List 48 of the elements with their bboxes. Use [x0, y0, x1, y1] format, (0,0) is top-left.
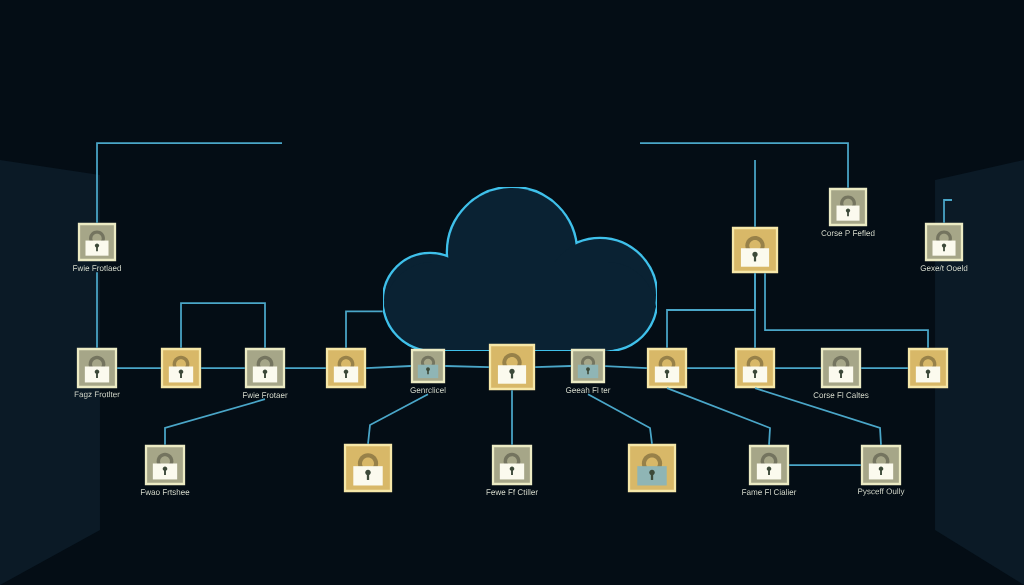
node-label: Fwie Frotaer: [243, 392, 288, 398]
padlock-box: [646, 347, 688, 389]
padlock-box: [731, 226, 779, 274]
connector-line: [96, 271, 98, 349]
padlock-box: [488, 343, 536, 391]
connector-line: [365, 365, 412, 369]
node-label: Genrclicel: [410, 387, 446, 393]
connector-line: [943, 199, 953, 224]
connector-line: [164, 398, 266, 446]
connector-line: [764, 272, 929, 349]
node-label: Fame Fl Cialier: [742, 489, 797, 495]
node-label: Fewe Ff Ctiller: [486, 489, 538, 495]
padlock-box: [160, 347, 202, 389]
connector-line: [604, 365, 648, 369]
connector-line: [534, 365, 572, 368]
connector-line: [116, 367, 162, 369]
connector-line: [180, 302, 266, 349]
connector-line: [666, 387, 771, 446]
node-label: Fwie Frotlaed: [73, 265, 121, 271]
node-label: Gexe/t Ooeld: [920, 265, 968, 271]
node-label: Pysceff Oully: [858, 488, 905, 496]
node-label: Geeah Fl ter: [565, 387, 611, 393]
connector-line: [774, 367, 822, 369]
connector-line: [511, 389, 513, 446]
connector-line: [666, 272, 756, 349]
padlock-box: [627, 443, 677, 493]
padlock-box: [907, 347, 949, 389]
connector-line: [587, 393, 653, 445]
connector-line: [686, 367, 736, 369]
connector-line: [754, 159, 756, 228]
connector-line: [345, 310, 384, 349]
padlock-box: [325, 347, 367, 389]
connector-line: [96, 142, 283, 224]
node-label: Fwao Frtshee: [140, 489, 190, 495]
node-label: Fagz Frotlter: [74, 391, 120, 399]
connector-line: [367, 393, 429, 445]
connector-line: [754, 387, 882, 446]
connector-line: [284, 367, 327, 369]
connector-line: [860, 367, 909, 369]
connector-line: [788, 464, 862, 466]
connector-line: [639, 142, 849, 189]
padlock-box: [343, 443, 393, 493]
node-label: Corse Fl Caltes: [813, 392, 869, 398]
padlock-box: [734, 347, 776, 389]
connector-line: [444, 365, 490, 368]
connector-line: [200, 367, 246, 369]
cloud-drawing: [383, 187, 657, 351]
node-label: Corse P Fefled: [821, 230, 875, 236]
